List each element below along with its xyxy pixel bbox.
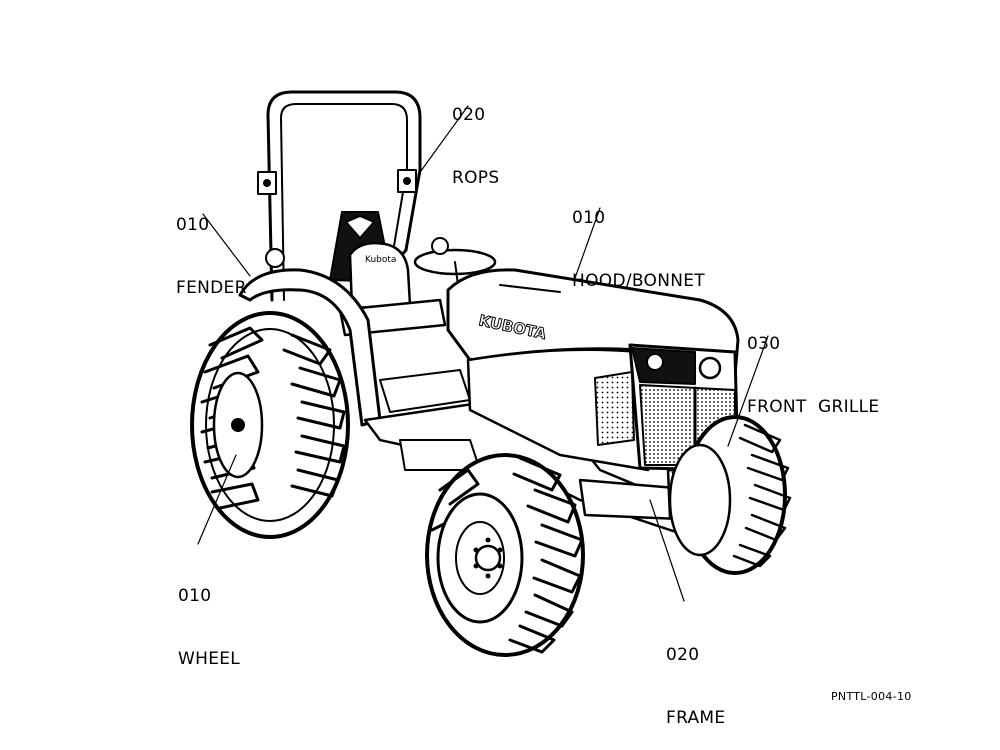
- callout-frame-number: 020: [666, 645, 700, 665]
- callout-fender-label: FENDER: [176, 278, 247, 298]
- callout-rops-number: 020: [452, 105, 486, 125]
- rear-wheel: [190, 311, 350, 539]
- callout-fender-number: 010: [176, 215, 210, 235]
- callout-grille-label: FRONT GRILLE: [747, 397, 880, 417]
- callout-hood: 010 HOOD/BONNET: [572, 166, 705, 313]
- front-wheel-left: [425, 453, 585, 657]
- leader-frame: [649, 499, 685, 602]
- callout-grille: 030 FRONT GRILLE: [747, 292, 879, 439]
- seat: Kubota: [329, 211, 447, 337]
- leader-fender: [202, 213, 251, 277]
- leader-rops: [417, 105, 469, 176]
- leader-lines: [197, 105, 769, 602]
- front-wheel-right: [668, 415, 792, 575]
- tractor-diagram: Kubota: [190, 90, 792, 657]
- callout-hood-number: 010: [572, 208, 606, 228]
- rops-frame: [257, 90, 422, 302]
- document-code: PNTTL-004-10: [831, 690, 912, 703]
- work-lamps: [265, 237, 449, 268]
- callout-wheel: 010 WHEEL: [178, 544, 240, 691]
- callout-rops: 020 ROPS: [452, 63, 499, 210]
- leader-wheel: [197, 454, 237, 545]
- callout-wheel-number: 010: [178, 586, 212, 606]
- svg-text:Kubota: Kubota: [365, 255, 396, 265]
- callout-grille-number: 030: [747, 334, 781, 354]
- callout-rops-label: ROPS: [452, 168, 500, 188]
- callout-frame-label: FRAME: [666, 708, 726, 728]
- callout-fender: 010 FENDER: [176, 173, 247, 320]
- leader-hood: [574, 207, 601, 279]
- callout-wheel-label: WHEEL: [178, 649, 241, 669]
- leader-grille: [727, 335, 769, 447]
- callout-frame: 020 FRAME: [666, 603, 725, 750]
- callout-hood-label: HOOD/BONNET: [572, 271, 705, 291]
